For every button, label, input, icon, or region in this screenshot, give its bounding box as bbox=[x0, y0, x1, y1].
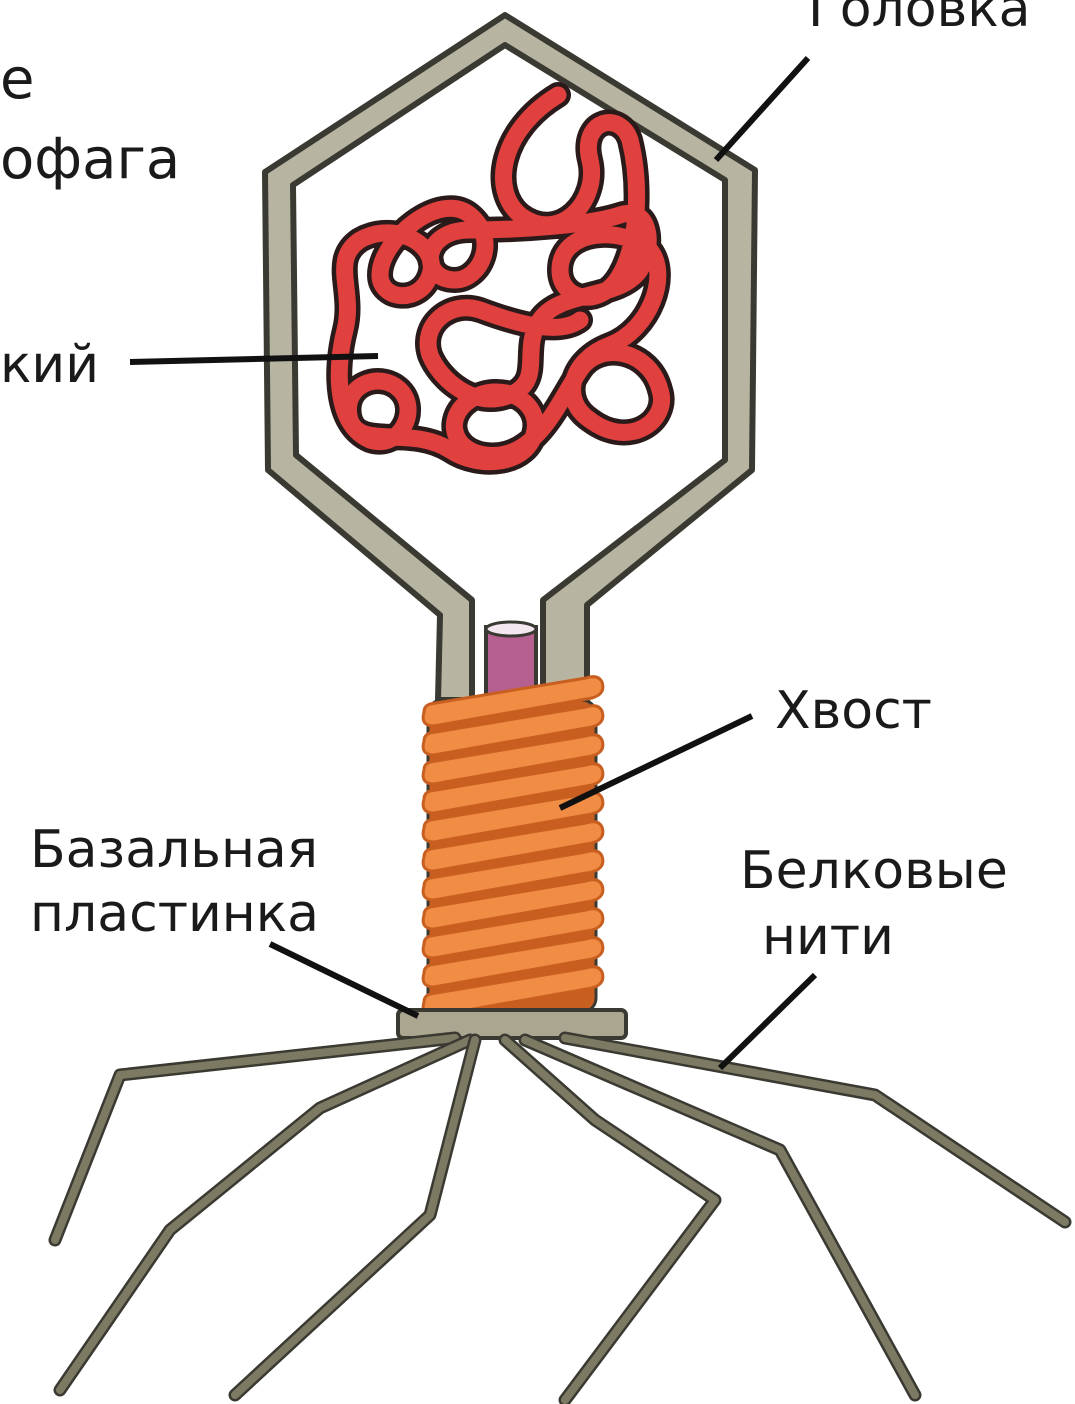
title-line-1: е bbox=[0, 40, 180, 120]
baseplate-label: Базальная пластинка bbox=[30, 818, 319, 946]
tail-fiber bbox=[60, 1040, 470, 1390]
title-label: е офага bbox=[0, 40, 180, 200]
dna-label: кий bbox=[0, 334, 99, 396]
tail-label: Хвост bbox=[775, 680, 932, 742]
tail-fiber-outline bbox=[60, 1040, 470, 1390]
tail-fiber bbox=[565, 1038, 1065, 1222]
tail-sheath bbox=[423, 677, 603, 1016]
tail-fiber bbox=[505, 1040, 715, 1400]
baseplate-label-line-2: пластинка bbox=[30, 882, 319, 946]
leader-line-head bbox=[716, 58, 808, 160]
dna-strand bbox=[339, 95, 661, 462]
base-plate-disk bbox=[398, 1010, 626, 1038]
leader-line-fibers bbox=[720, 975, 815, 1068]
fibers-label: Белковые нити bbox=[740, 838, 1008, 970]
base-plate bbox=[398, 1010, 626, 1038]
fibers-label-line-1: Белковые bbox=[740, 838, 1008, 904]
head-label: Головка bbox=[808, 0, 1031, 40]
dna-coil bbox=[339, 95, 661, 462]
leader-line-baseplate bbox=[270, 944, 418, 1016]
tail-fiber-outline bbox=[565, 1038, 1065, 1222]
baseplate-label-line-1: Базальная bbox=[30, 818, 319, 882]
core-tube-top bbox=[486, 622, 536, 636]
tail-fibers bbox=[55, 1038, 1065, 1400]
title-line-2: офага bbox=[0, 120, 180, 200]
fibers-label-line-2: нити bbox=[740, 904, 1008, 970]
